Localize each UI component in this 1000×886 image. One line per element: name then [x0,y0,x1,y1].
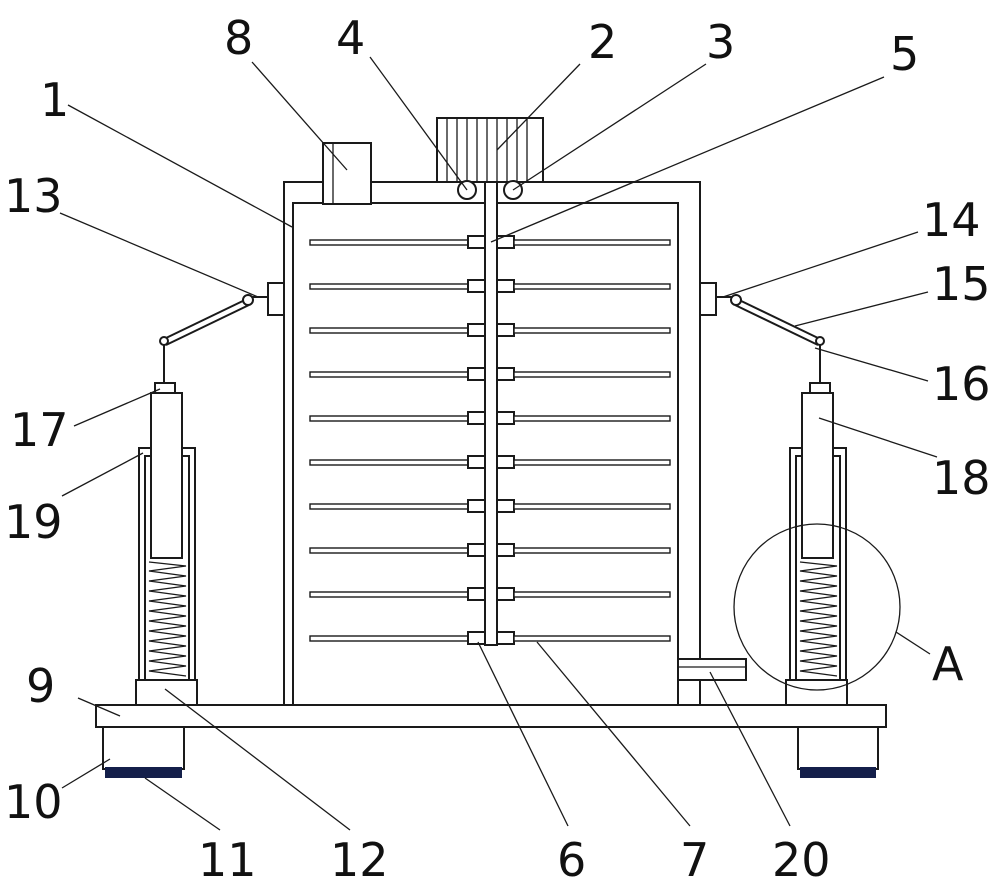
label-11: 11 [198,833,257,886]
label-3: 3 [706,15,735,69]
label-10: 10 [4,775,63,829]
right-bracket [699,282,717,316]
label-7: 7 [680,833,709,886]
stirring-shaft [484,181,498,646]
label-2: 2 [588,15,617,69]
right-foot-pad [800,767,876,778]
stirring-blades [309,235,671,645]
left-foot-block [102,726,185,770]
label-6: 6 [557,833,586,886]
right-support [716,294,848,706]
left-support [135,294,268,706]
label-16: 16 [932,357,991,411]
left-bracket [267,282,285,316]
label-13: 13 [4,169,63,223]
feed-inlet [322,142,372,205]
label-14: 14 [922,193,981,247]
leader-lines [59,56,938,831]
left-foot-pad [105,767,182,778]
motor [436,117,544,183]
label-18: 18 [932,451,991,505]
label-17: 17 [10,403,69,457]
detail-circle-a [733,523,901,691]
label-9: 9 [26,659,55,713]
label-1: 1 [40,73,69,127]
discharge-outlet [677,658,747,681]
label-5: 5 [890,27,919,81]
label-a: A [932,637,964,691]
label-4: 4 [336,11,365,65]
label-19: 19 [4,495,63,549]
label-12: 12 [330,833,389,886]
label-20: 20 [772,833,831,886]
label-15: 15 [932,257,991,311]
label-8: 8 [224,11,253,65]
base-plate [95,704,887,728]
right-foot-block [797,726,879,770]
